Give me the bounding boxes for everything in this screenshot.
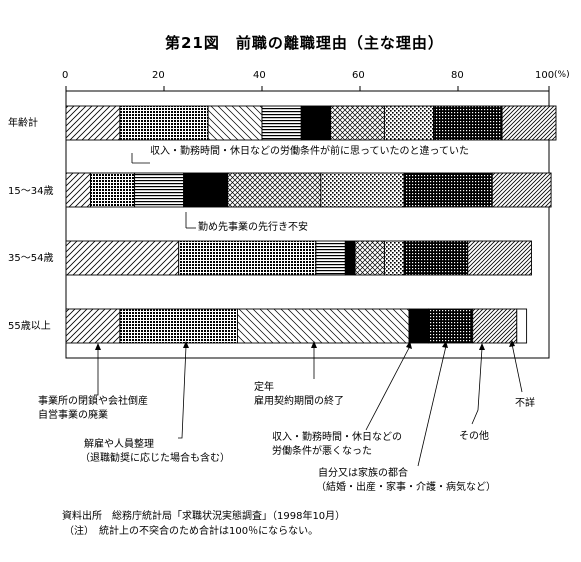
annotation-future-anxiety: 勤め先事業の先行き不安	[198, 222, 308, 233]
annotation-family-line1: 自分又は家族の都合	[318, 468, 408, 479]
bar-segment-row2-seg6	[384, 240, 405, 276]
bar-segment-row1-seg1	[90, 172, 136, 208]
bar-segment-row2-seg3	[315, 240, 346, 276]
bar-segment-row1-seg4	[183, 172, 229, 208]
bar-segment-row0-seg0	[65, 105, 121, 141]
tick-label-60: 60	[352, 70, 365, 81]
tick-label-80: 80	[451, 70, 464, 81]
annotation-other: その他	[459, 431, 489, 442]
bar-segment-row0-seg4	[300, 105, 332, 141]
footnote-note: （注） 統計上の不突合のため合計は100％にならない。	[64, 526, 319, 537]
annotation-arrowheads	[95, 340, 515, 350]
bar-segment-row0-seg2	[207, 105, 263, 141]
annotation-closure-line1: 事業所の閉鎖や会社倒産	[38, 396, 148, 407]
tick-label-100: 100	[535, 70, 555, 81]
annotation-dismissal-line1: 解雇や人員整理	[84, 439, 154, 450]
annotation-closure-line2: 自営事業の廃業	[38, 410, 108, 421]
tick-marks	[65, 86, 550, 91]
bar-segment-row3-seg4	[408, 308, 430, 344]
bar-segment-row3-seg1	[119, 308, 238, 344]
bar-segment-row0-seg8	[501, 105, 557, 141]
axis-unit: (%)	[554, 70, 570, 80]
row-label-55-plus: 55歳以上	[8, 321, 51, 332]
bar-segment-row2-seg4	[344, 240, 356, 276]
bar-segment-row2-seg7	[403, 240, 469, 276]
annotation-leader-lines	[94, 153, 523, 467]
bar-segment-row0-seg1	[119, 105, 209, 141]
row-label-35-54: 35～54歳	[8, 253, 54, 264]
tick-label-0: 0	[62, 70, 69, 81]
bar-segment-row2-seg1	[178, 240, 317, 276]
bar-segment-row1-seg7	[403, 172, 493, 208]
bar-segment-row0-seg5	[330, 105, 385, 141]
bar-segment-row3-seg8	[472, 308, 518, 344]
bar-segment-row2-seg5	[354, 240, 385, 276]
bar-segments	[65, 105, 557, 344]
annotation-labor-worse-line2: 労働条件が悪くなった	[272, 446, 372, 457]
annotation-dismissal-line2: （退職勧奨に応じた場合も含む）	[80, 453, 230, 464]
annotation-unknown: 不詳	[515, 398, 535, 409]
bar-segment-row1-seg8	[491, 172, 552, 208]
bar-segment-row3-seg9	[516, 308, 528, 344]
annotation-family-line2: （結婚・出産・家事・介護・病気など）	[316, 482, 496, 493]
bar-segment-row0-seg6	[384, 105, 434, 141]
bar-segment-row3-seg0	[65, 308, 121, 344]
bar-segment-row2-seg0	[65, 240, 180, 276]
chart-title: 第21図 前職の離職理由（主な理由）	[165, 34, 444, 52]
tick-label-40: 40	[253, 70, 266, 81]
bar-segment-row1-seg0	[65, 172, 91, 208]
annotation-labor-diff: 収入・勤務時間・休日などの労働条件が前に思っていたのと違っていた	[150, 146, 469, 157]
footnote-source: 資料出所 総務庁統計局「求職状況実態調査」（1998年10月）	[62, 511, 346, 522]
bar-segment-row1-seg6	[320, 172, 405, 208]
annotation-labor-worse-line1: 収入・勤務時間・休日などの	[272, 432, 402, 443]
bar-segment-row3-seg2	[237, 308, 410, 344]
bar-segment-row0-seg7	[433, 105, 503, 141]
bar-segment-row2-seg8	[467, 240, 532, 276]
annotation-retire-line2: 雇用契約期間の終了	[254, 396, 344, 407]
bar-segment-row0-seg3	[261, 105, 302, 141]
row-label-all-ages: 年齢計	[8, 118, 38, 129]
row-label-15-34: 15～34歳	[8, 186, 54, 197]
plot-frame	[65, 90, 550, 359]
bar-segment-row1-seg3	[134, 172, 185, 208]
tick-label-20: 20	[152, 70, 165, 81]
bar-segment-row1-seg5	[227, 172, 322, 208]
bar-segment-row3-seg7	[428, 308, 474, 344]
annotation-retire-line1: 定年	[254, 382, 274, 393]
